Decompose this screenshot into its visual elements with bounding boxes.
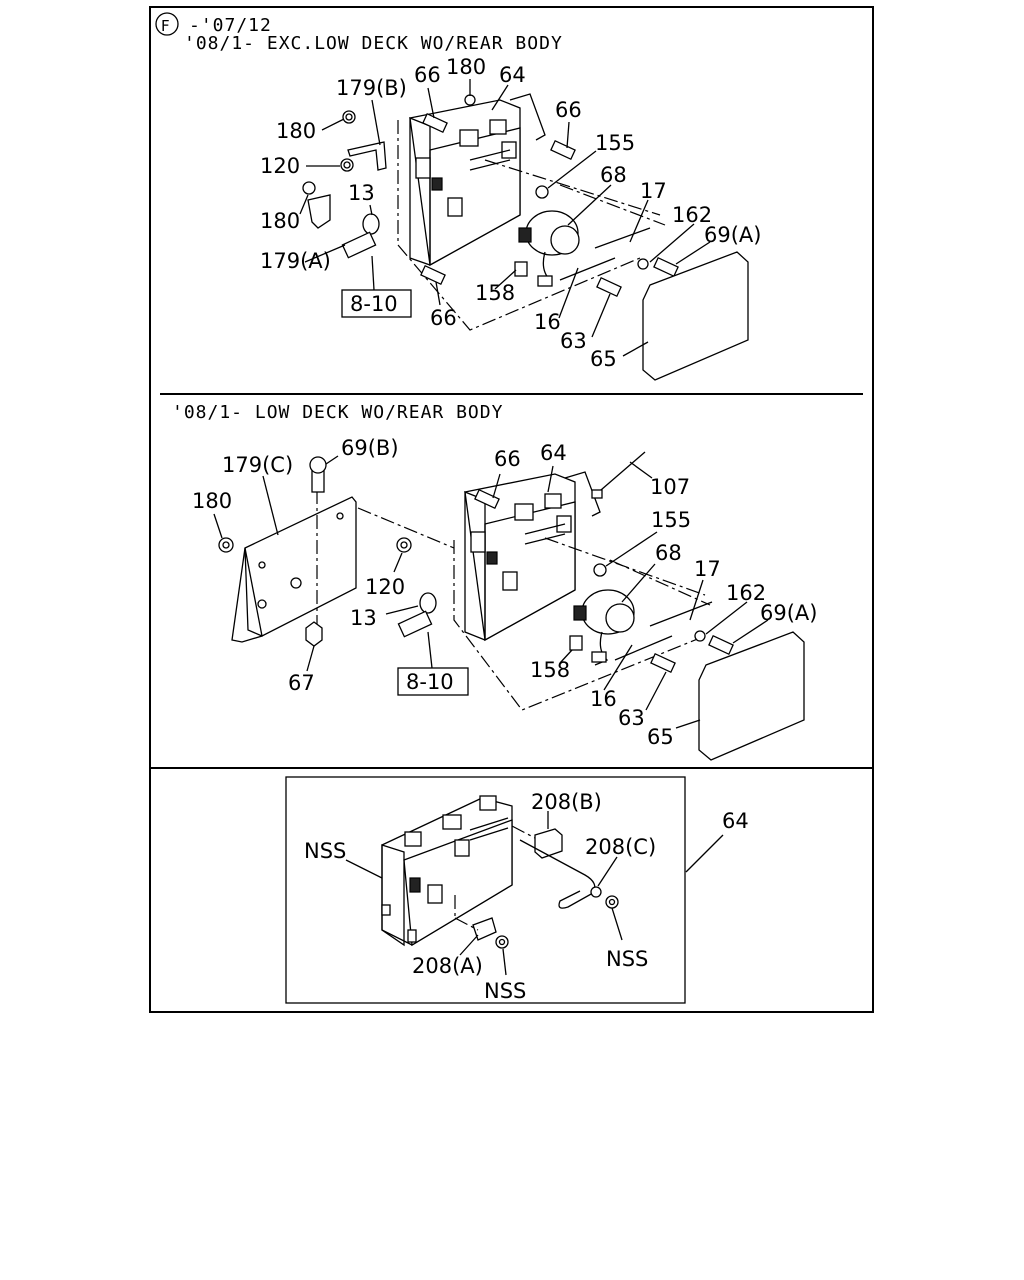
callout-69a-s2: 69(A) (760, 601, 817, 625)
control-box-assembly-1 (409, 93, 546, 267)
callout-208a: 208(A) (412, 954, 483, 978)
callout-180-s2: 180 (192, 489, 232, 513)
callout-nss-208c: NSS (606, 947, 648, 971)
section-1-header-line-2: '08/1- EXC.LOW DECK WO/REAR BODY (184, 33, 563, 54)
section-1-header-line-1: -'07/12 (189, 15, 272, 36)
callout-179b: 179(B) (336, 76, 407, 100)
callout-nss-box: NSS (304, 839, 346, 863)
callout-66: 66 (494, 447, 521, 471)
callout-155: 155 (595, 131, 635, 155)
callout-162-s2: 162 (726, 581, 766, 605)
ref-box-s1 (341, 289, 412, 318)
motor-68-s2 (573, 589, 635, 666)
callout-13-s2: 13 (350, 606, 377, 630)
callout-63-s2: 63 (618, 706, 645, 730)
cover-65-s1 (642, 251, 749, 381)
control-box-detail (381, 795, 513, 947)
fasteners-s2 (396, 451, 734, 674)
callout-66-right: 66 (555, 98, 582, 122)
callout-180-lower: 180 (260, 209, 300, 233)
callout-65-s2: 65 (647, 725, 674, 749)
motor-68-s1 (518, 210, 580, 287)
ref-8-10-s1: 8-10 (350, 292, 398, 316)
ref-box-s2 (397, 667, 469, 696)
callout-65: 65 (590, 347, 617, 371)
callout-17-s2: 17 (694, 557, 721, 581)
callout-120-s2: 120 (365, 575, 405, 599)
variant-symbol-circle (155, 12, 179, 36)
detail-frame (285, 776, 686, 1004)
callout-68: 68 (600, 163, 627, 187)
callout-67: 67 (288, 671, 315, 695)
callout-69a: 69(A) (704, 223, 761, 247)
section-3: 208(B) 64 NSS 208(C) NSS 208(A) NSS (285, 776, 749, 1004)
leaders-s1 (299, 79, 711, 357)
callout-180-top: 180 (446, 55, 486, 79)
plate-179c (244, 496, 357, 637)
callout-17: 17 (640, 179, 667, 203)
callout-64: 64 (499, 63, 526, 87)
section-1: F -'07/12 '08/1- EXC.LOW DECK WO/REAR BO… (155, 12, 761, 381)
callout-120: 120 (260, 154, 300, 178)
callout-155-s2: 155 (651, 508, 691, 532)
control-box-assembly-2 (464, 471, 601, 642)
callout-66-top: 66 (414, 63, 441, 87)
callout-158: 158 (475, 281, 515, 305)
callout-64-s3: 64 (722, 809, 749, 833)
part-208c (519, 839, 596, 909)
callout-64-s2: 64 (540, 441, 567, 465)
callout-nss-208a: NSS (484, 979, 526, 1003)
callout-68-s2: 68 (655, 541, 682, 565)
callout-107: 107 (650, 475, 690, 499)
callout-179c: 179(C) (222, 453, 293, 477)
diagram-frame (149, 6, 874, 1013)
leaders-s2 (213, 455, 769, 729)
variant-symbol: F (161, 17, 170, 35)
callout-16: 16 (534, 310, 561, 334)
callout-208b: 208(B) (531, 790, 602, 814)
cover-65-s2 (698, 631, 805, 761)
part-208b (534, 828, 563, 859)
callout-158-s2: 158 (530, 658, 570, 682)
fasteners-s1 (302, 94, 679, 298)
callout-162: 162 (672, 203, 712, 227)
section-2: '08/1- LOW DECK WO/REAR BODY (172, 402, 817, 761)
callout-63: 63 (560, 329, 587, 353)
callout-13: 13 (348, 181, 375, 205)
callout-179a: 179(A) (260, 249, 331, 273)
ref-8-10-s2: 8-10 (406, 670, 454, 694)
section-2-header: '08/1- LOW DECK WO/REAR BODY (172, 402, 503, 423)
callout-208c: 208(C) (585, 835, 656, 859)
callout-180-left: 180 (276, 119, 316, 143)
part-208a (472, 917, 497, 941)
leaders-s3 (345, 811, 724, 976)
callout-69b: 69(B) (341, 436, 399, 460)
callout-66-bottom: 66 (430, 306, 457, 330)
callout-16-s2: 16 (590, 687, 617, 711)
